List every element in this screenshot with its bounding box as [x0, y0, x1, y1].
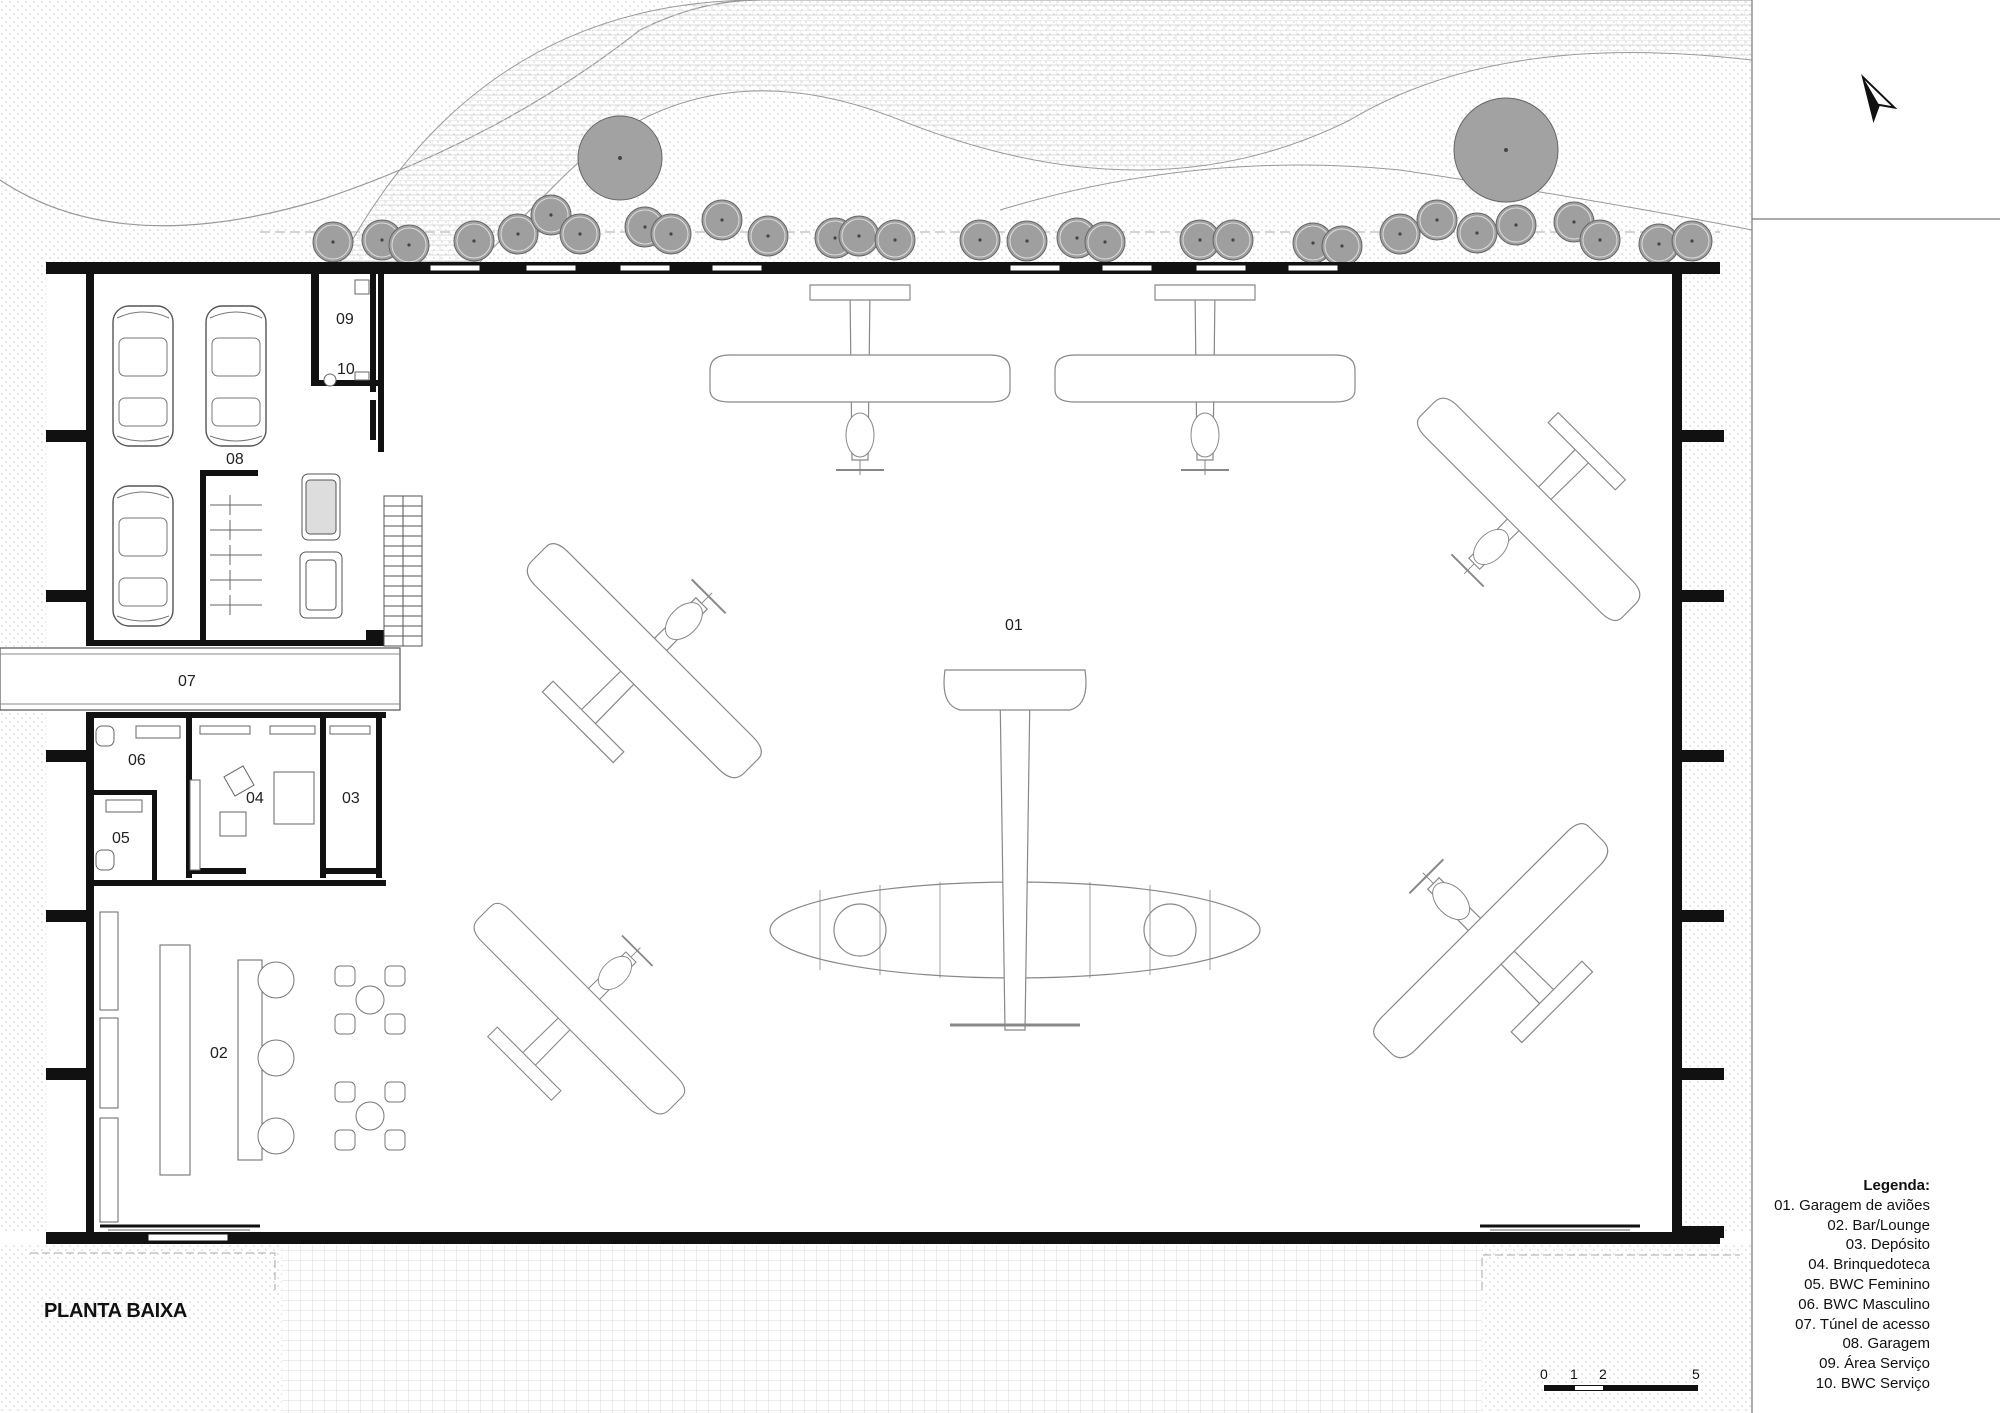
legend-item: 02. Bar/Lounge [1827, 1216, 1930, 1234]
room-label-06: 06 [128, 752, 146, 769]
bar-stools [257, 961, 295, 1155]
legend-item: 05. BWC Feminino [1804, 1275, 1930, 1293]
windows [147, 264, 1339, 1242]
scale-bar: 0 1 2 5 [1540, 1366, 1705, 1396]
lounge-tables [334, 965, 406, 1151]
large-airplane-icon [769, 669, 1261, 1031]
legend-item: 10. BWC Serviço [1815, 1374, 1930, 1392]
room-label-05: 05 [112, 830, 130, 847]
scale-segment [1574, 1385, 1604, 1391]
scale-segment [1603, 1385, 1698, 1391]
room-label-01: 01 [1005, 617, 1023, 634]
scale-tick-0: 0 [1540, 1366, 1548, 1382]
legend: Legenda: 01. Garagem de aviões 02. Bar/L… [1774, 1176, 1930, 1394]
access-tunnel [0, 647, 401, 711]
room-label-04: 04 [246, 790, 264, 807]
plan-title: PLANTA BAIXA [44, 1300, 188, 1322]
legend-item: 04. Brinquedoteca [1808, 1256, 1930, 1274]
room-label-07: 07 [178, 673, 196, 690]
legend-item: 09. Área Serviço [1819, 1355, 1930, 1373]
north-arrow-icon [1861, 74, 1898, 123]
side-strip-left [0, 262, 46, 1232]
fixtures [95, 279, 371, 1223]
large-tree-icon [577, 97, 1559, 203]
room-label-08: 08 [226, 451, 244, 468]
legend-item: 06. BWC Masculino [1798, 1295, 1930, 1313]
room-label-09: 09 [336, 311, 354, 328]
room-label-03: 03 [342, 790, 360, 807]
legend-item: 08. Garagem [1842, 1335, 1930, 1353]
room-label-02: 02 [210, 1045, 228, 1062]
pillars [46, 262, 1724, 1238]
legend-item: 07. Túnel de acesso [1795, 1315, 1930, 1333]
scale-tick-2: 2 [1599, 1366, 1607, 1382]
stairs [383, 495, 423, 647]
motorcycle-icon [210, 495, 262, 615]
scale-segment [1544, 1385, 1574, 1391]
hangar-floor [383, 272, 1679, 1240]
side-strip-right [1680, 262, 1752, 1232]
scale-tick-1: 1 [1570, 1366, 1578, 1382]
legend-item: 01. Garagem de aviões [1774, 1196, 1930, 1214]
front-plaza [282, 1245, 1482, 1413]
legend-item: 03. Depósito [1845, 1236, 1930, 1254]
scale-tick-5: 5 [1692, 1366, 1700, 1382]
atv-icon [299, 473, 343, 619]
room-label-10: 10 [337, 361, 355, 378]
legend-title: Legenda: [1863, 1177, 1930, 1194]
